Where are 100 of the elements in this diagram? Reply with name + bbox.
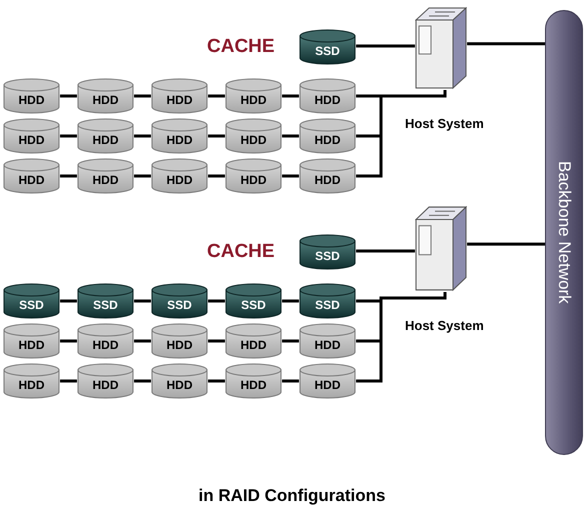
hdd-cylinder — [299, 158, 356, 194]
backbone-cylinder — [545, 10, 583, 455]
connector-line — [208, 340, 225, 342]
connector-line — [282, 94, 299, 98]
disk-label: HDD — [18, 92, 46, 109]
disk-label: HDD — [314, 337, 342, 354]
connector-line — [356, 44, 415, 48]
disk-label: SSD — [92, 297, 119, 314]
disk-label: SSD — [314, 248, 341, 265]
disk-label: HDD — [92, 337, 120, 354]
disk-label: HDD — [92, 172, 120, 189]
ssd-cylinder — [299, 29, 356, 63]
disk-label: HDD — [166, 172, 194, 189]
hdd-cylinder — [299, 118, 356, 154]
disk-label: HDD — [18, 132, 46, 149]
connector-line — [60, 340, 77, 342]
ssd-cylinder — [151, 283, 208, 319]
connector-line — [134, 174, 151, 178]
connector-line — [356, 250, 415, 252]
ssd-cylinder — [77, 283, 134, 319]
server-drawing — [415, 205, 467, 292]
hdd-cylinder — [225, 118, 282, 154]
disk-label: HDD — [18, 337, 46, 354]
connector-line — [208, 300, 225, 302]
connector-line — [60, 174, 77, 178]
ssd-cylinder — [299, 283, 356, 319]
connector-line — [282, 340, 299, 342]
disk-label: HDD — [166, 377, 194, 394]
host-system-label: Host System — [405, 317, 484, 335]
disk-label: HDD — [314, 172, 342, 189]
disk-label: HDD — [18, 377, 46, 394]
disk-label: HDD — [240, 92, 268, 109]
hdd-cylinder — [3, 323, 60, 359]
disk-label: SSD — [240, 297, 267, 314]
disk-label: SSD — [314, 297, 341, 314]
disk-label: HDD — [92, 377, 120, 394]
disk-label: SSD — [166, 297, 193, 314]
hdd-cylinder — [77, 158, 134, 194]
connector-line — [282, 134, 299, 138]
connector-line — [134, 134, 151, 138]
hdd-cylinder — [3, 363, 60, 399]
disk-label: HDD — [240, 132, 268, 149]
disk-label: HDD — [18, 172, 46, 189]
hdd-cylinder — [225, 323, 282, 359]
hdd-cylinder — [77, 78, 134, 114]
hdd-cylinder — [299, 363, 356, 399]
disk-label: HDD — [240, 377, 268, 394]
disk-label: HDD — [240, 337, 268, 354]
disk-label: SSD — [18, 297, 45, 314]
connector-line — [134, 94, 151, 98]
hdd-cylinder — [151, 323, 208, 359]
hdd-cylinder — [3, 158, 60, 194]
connector-line — [208, 174, 225, 178]
connector-line — [134, 380, 151, 382]
disk-label: SSD — [314, 43, 341, 60]
caption: in RAID Configurations — [198, 485, 386, 507]
hdd-cylinder — [3, 118, 60, 154]
network-label: Backbone Network — [554, 161, 575, 304]
host-system-label: Host System — [405, 115, 484, 133]
hdd-cylinder — [151, 118, 208, 154]
connector-line — [208, 134, 225, 138]
hdd-cylinder — [151, 363, 208, 399]
connector-line — [208, 94, 225, 98]
disk-label: HDD — [240, 172, 268, 189]
connector-line — [282, 174, 299, 178]
hdd-cylinder — [225, 363, 282, 399]
connector-line — [60, 380, 77, 382]
hdd-cylinder — [299, 323, 356, 359]
connector-line — [60, 134, 77, 138]
hdd-cylinder — [77, 363, 134, 399]
connector-line — [60, 300, 77, 302]
disk-label: HDD — [166, 92, 194, 109]
hdd-cylinder — [3, 78, 60, 114]
connector-line — [467, 42, 545, 46]
hdd-cylinder — [151, 78, 208, 114]
disk-label: HDD — [92, 132, 120, 149]
disk-label: HDD — [166, 337, 194, 354]
cache-label: CACHE — [207, 35, 275, 59]
hdd-cylinder — [151, 158, 208, 194]
hdd-cylinder — [299, 78, 356, 114]
cache-label: CACHE — [207, 240, 275, 264]
ssd-cylinder — [299, 234, 356, 268]
hdd-cylinder — [77, 323, 134, 359]
hdd-cylinder — [225, 78, 282, 114]
ssd-cylinder — [225, 283, 282, 319]
connector-line — [134, 300, 151, 302]
disk-label: HDD — [314, 132, 342, 149]
connector-line — [282, 300, 299, 302]
disk-label: HDD — [314, 377, 342, 394]
server-drawing — [415, 6, 467, 90]
hdd-cylinder — [225, 158, 282, 194]
connector-line — [282, 380, 299, 382]
disk-label: HDD — [166, 132, 194, 149]
connector-line — [134, 340, 151, 342]
disk-label: HDD — [92, 92, 120, 109]
connector-line — [208, 380, 225, 382]
connector-line — [60, 94, 77, 98]
disk-label: HDD — [314, 92, 342, 109]
hdd-cylinder — [77, 118, 134, 154]
connector-line — [467, 242, 545, 246]
